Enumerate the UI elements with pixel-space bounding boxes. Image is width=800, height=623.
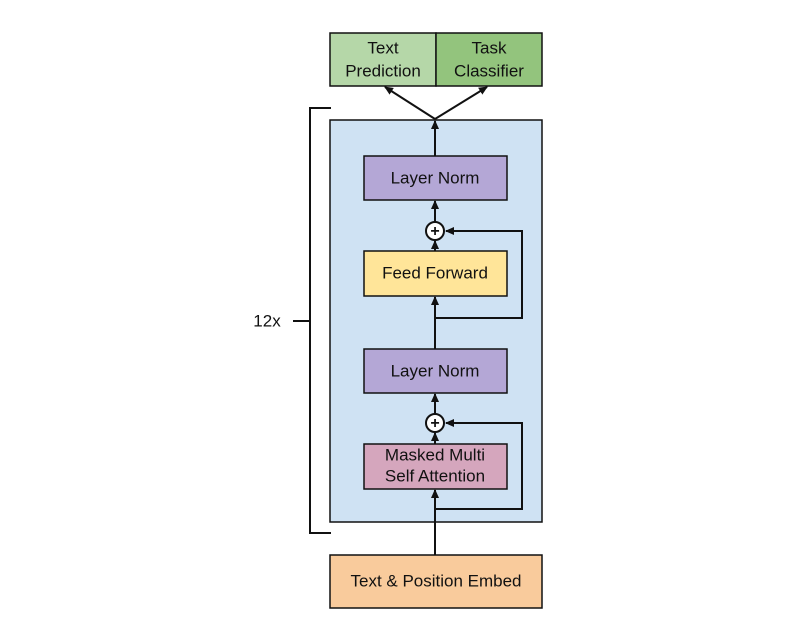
text-prediction-label-line1: Text [367,38,398,57]
masked-self-attention-box [363,443,508,490]
task-classifier-label-line2: Classifier [454,61,524,80]
repeat-count-label: 12x [253,311,281,330]
layer-norm-bottom-label: Layer Norm [391,361,480,380]
residual-skip-top [435,227,523,319]
text-prediction-label-line2: Prediction [345,61,421,80]
text-position-embed-label: Text & Position Embed [350,571,521,590]
feed-forward-label: Feed Forward [382,263,488,282]
residual-add-top-symbol: + [430,223,439,240]
arrow-to-task-classifier [434,86,488,120]
residual-skip-bottom [435,419,523,510]
text-position-embed-box [329,554,543,609]
arrow-to-text-prediction [384,86,436,120]
text-prediction-box [329,32,437,87]
masked-self-attention-label-line1: Masked Multi [385,445,485,464]
residual-add-bottom-symbol: + [430,415,439,432]
layer-norm-top-label: Layer Norm [391,168,480,187]
layer-norm-bottom-box [363,348,508,394]
task-classifier-box [435,32,543,87]
repeat-bracket [309,107,331,534]
task-classifier-label-line1: Task [472,38,507,57]
masked-self-attention-label-line2: Self Attention [385,466,485,485]
feed-forward-box [363,250,508,297]
